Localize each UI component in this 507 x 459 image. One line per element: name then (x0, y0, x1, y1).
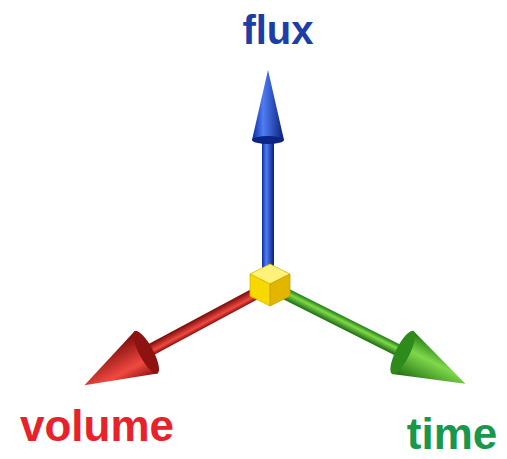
origin-cube (250, 264, 290, 306)
cube-right (270, 274, 290, 306)
volume-arrow (73, 267, 277, 407)
cone-base (252, 136, 284, 144)
arrow-cone (252, 70, 284, 140)
arrow-shaft (262, 137, 274, 282)
cube-left (250, 274, 270, 306)
cone-base (129, 328, 164, 377)
time-arrow (263, 267, 476, 406)
axis-label: time (407, 412, 497, 456)
axis-label: flux (242, 10, 313, 50)
arrow-shaft (140, 283, 269, 360)
arrow-shaft (271, 283, 409, 360)
flux-arrow (252, 70, 284, 282)
cone-base (386, 328, 420, 377)
axis-label: volume (20, 404, 174, 448)
